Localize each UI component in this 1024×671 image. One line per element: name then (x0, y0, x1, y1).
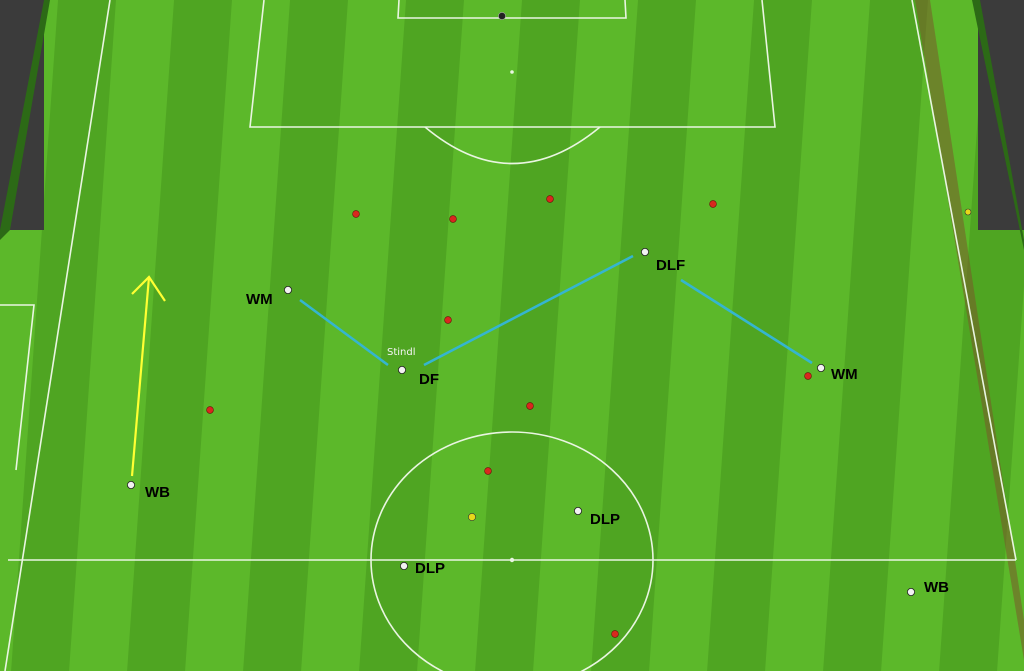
player-name-tag: Stindl (387, 347, 416, 358)
centre-spot (509, 557, 515, 563)
six-yard-box (397, 0, 627, 19)
players (127, 12, 972, 638)
link-wm-df (299, 298, 389, 367)
penalty-spot (510, 70, 514, 74)
away-player (444, 316, 452, 324)
home-player-wb-right (907, 588, 916, 597)
away-player (352, 210, 360, 218)
role-label-df: DF (419, 371, 439, 388)
home-player-dlp-right (574, 506, 583, 515)
role-label-dlp-right: DLP (590, 511, 620, 528)
linesman (964, 208, 972, 216)
away-player (546, 195, 554, 203)
away-player (206, 406, 214, 414)
home-player-dlf (641, 247, 650, 256)
referee (468, 513, 476, 521)
run-arrow (130, 275, 166, 477)
role-links (299, 254, 813, 367)
role-label-wb-left: WB (145, 484, 170, 501)
home-player-df (397, 365, 406, 374)
away-player (611, 630, 619, 638)
penalty-arc (424, 126, 601, 165)
left-touchline (4, 0, 111, 671)
role-label-wm-right: WM (831, 366, 858, 383)
role-label-wm-left: WM (246, 291, 273, 308)
home-player-wm-right (817, 363, 826, 372)
role-label-dlf: DLF (656, 257, 686, 274)
away-player (526, 402, 534, 410)
role-label-wb-right: WB (924, 579, 949, 596)
role-label-dlp-left: DLP (415, 560, 445, 577)
away-player (804, 372, 812, 380)
home-player-wb-left (127, 480, 136, 489)
home-player-wm-left (283, 285, 292, 294)
right-touchline (911, 0, 1017, 561)
away-player (709, 200, 717, 208)
left-box-marking (0, 304, 35, 471)
home-player-dlp-left (399, 562, 408, 571)
centre-circle (370, 431, 654, 671)
goalkeeper (498, 12, 506, 20)
away-player (449, 215, 457, 223)
penalty-area (249, 0, 776, 128)
link-dlf-wm (680, 278, 813, 365)
away-player (484, 467, 492, 475)
link-df-dlf (423, 254, 634, 367)
